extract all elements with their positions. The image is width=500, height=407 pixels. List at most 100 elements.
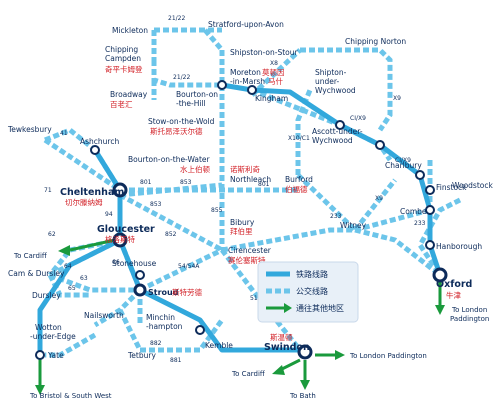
route-label-62: 62 [48,231,56,238]
station-marker-swindon [297,344,313,360]
label-bibury: Bibury [230,218,255,227]
legend-arrowhead [284,303,292,313]
label-bourton-hill-1: Bourton-on [176,90,218,99]
label-hanborough: Hanborough [436,242,482,251]
arrowhead-london-swindon [335,350,345,360]
route-label-54: 54/54A [178,263,200,270]
label-ashchurch: Ashchurch [80,137,119,146]
label-stonehouse: Stonehouse [112,259,157,268]
bus-route-853 [119,182,223,198]
route-label-2122-top: 21/22 [168,15,185,22]
label-combe: Combe [400,207,427,216]
route-label-ci-x9-a: CI/X9 [350,115,366,122]
label-cirencester: Cirencester [228,246,272,255]
arrow-to-cardiff-west [69,238,116,252]
label-shipston: Shipston-on-Stour [230,48,298,57]
route-label-x9-north: X9 [393,95,401,102]
legend: 铁路线路 公交线路 通往其他地区 [257,261,359,323]
label-chipping-campden-1: Chipping [105,45,138,54]
legend-rail-label: 铁路线路 [296,269,328,279]
label-tewkesbury: Tewkesbury [7,125,52,134]
bus-route-woodstock [417,197,462,277]
label-tetbury: Tetbury [127,351,156,360]
label-witney: Witney [340,221,367,230]
label-to-cardiff-west: To Cardiff [13,252,47,260]
bus-route-stratford-shipston [203,28,224,52]
label-northleach: Northleach [230,175,271,184]
bus-route-x8 [250,48,302,97]
bus-route-cheltenham-cirencester [118,192,224,253]
station-marker-finstock [425,185,435,195]
label-gloucester-cn: 格洛斯特 [105,234,135,244]
route-label-233-b: 233 [414,220,426,227]
station-marker-cheltenham [112,182,128,198]
bus-route-cirencester-swindon [220,248,302,352]
label-swindon: Swindon [264,342,310,353]
station-marker-ascott [375,140,385,150]
label-kingham: Kingham [255,94,288,103]
route-label-801-a: 801 [140,179,152,186]
label-cam-dursley: Cam & Dursley [8,269,65,278]
label-broadway-cn: 百老汇 [110,99,133,109]
bus-route-63-66 [49,272,140,293]
label-burford-cn: 伯福德 [285,184,308,194]
route-label-x10: X10/C1 [288,135,310,142]
label-nailsworth: Nailsworth [84,311,124,320]
route-label-94: 94 [105,211,113,218]
station-marker-kemble [195,325,205,335]
label-bourton-hill-2: -the-Hill [176,99,206,108]
label-gloucester: Gloucester [97,224,155,235]
label-broadway: Broadway [110,90,148,99]
bus-route-233 [354,207,431,233]
label-yate: Yate [47,351,64,360]
label-dursley: Dursley [32,291,61,300]
label-minchinhampton-2: -hampton [146,322,183,331]
label-stow-cn: 斯托昂泽沃尔德 [150,126,203,136]
station-marker-ashchurch [90,145,100,155]
major-station-markers [112,182,448,360]
label-finstock: Finstock [436,183,467,192]
route-label-65: 65 [68,285,76,292]
route-label-x9: X9 [375,195,383,202]
label-ascott-1: Ascott-under- [312,127,363,136]
label-bourton-water-cn: 水上伯顿 [180,164,210,174]
route-label-882: 882 [150,340,162,347]
label-to-bristol: To Bristol & South West [29,392,112,400]
label-stow: Stow-on-the-Wold [148,117,215,126]
station-marker-gloucester [112,232,128,248]
arrowhead-london-oxford [435,305,445,315]
arrowhead-cardiff-south [272,365,285,375]
station-marker-hanborough [425,240,435,250]
bus-route-41 [44,127,97,152]
bus-route-x9 [353,178,397,232]
arrowhead-cardiff-west [58,245,70,256]
label-chipping-norton: Chipping Norton [345,37,406,46]
bus-route-cirencester-witney [221,227,355,253]
label-oxford: Oxford [436,279,472,290]
label-stroud-cn: 斯特劳德 [172,287,202,297]
label-cirencester-cn: 赛伦塞斯特 [228,255,266,265]
label-to-cardiff-south: To Cardiff [231,370,265,378]
bus-route-wotton [45,332,97,358]
route-label-852: 852 [165,231,177,238]
bus-route-witney-oxford [354,227,442,277]
label-shipton-2: under- [315,77,339,86]
route-label-2122-mid: 21/22 [173,74,190,81]
route-label-881: 881 [170,357,182,364]
label-swindon-cn: 斯温顿 [270,332,293,342]
station-markers [35,80,435,360]
route-label-855: 855 [211,207,223,214]
station-marker-moreton [217,80,227,90]
label-minchinhampton-1: Minchin [146,313,175,322]
arrowhead-bristol [35,385,45,395]
legend-bus-label: 公交线路 [296,286,328,296]
route-label-66: 66 [112,259,120,266]
route-label-64: 64 [64,263,72,270]
bus-route-tewkesbury-cheltenham [43,137,122,193]
route-label-71: 71 [44,187,52,194]
label-moreton-2: -in-Marsh [230,77,265,86]
label-mickleton: Mickleton [112,26,148,35]
route-label-63: 63 [80,275,88,282]
